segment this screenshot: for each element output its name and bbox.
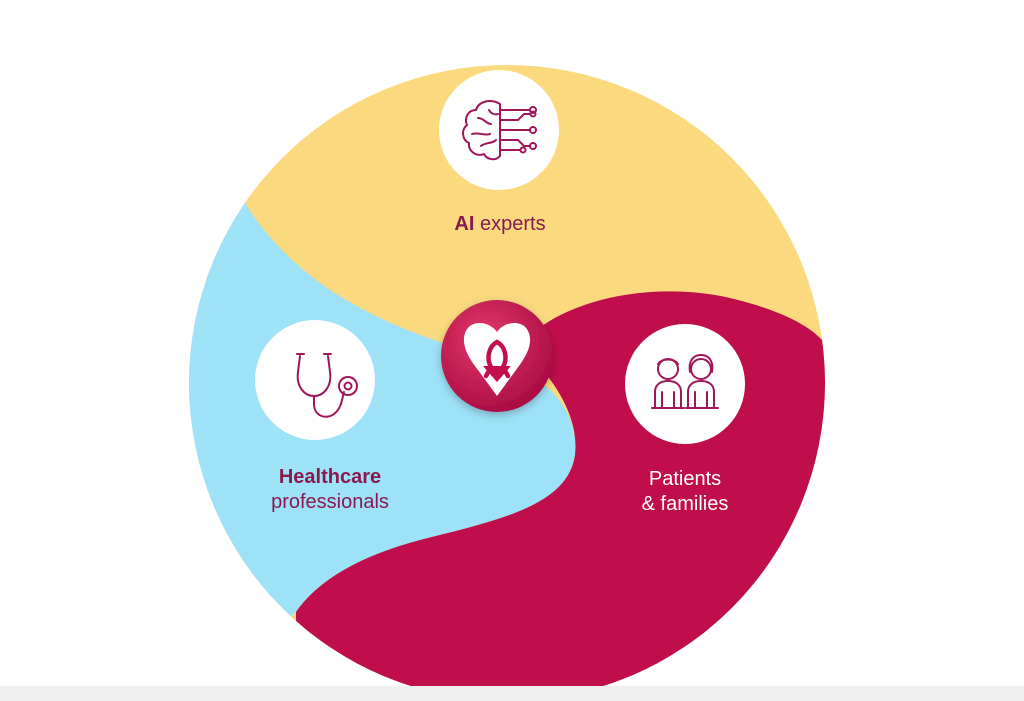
label-patients-line2: & families	[641, 493, 729, 515]
label-healthcare: Healthcare professionals	[220, 465, 440, 515]
label-healthcare-line2: professionals	[271, 491, 389, 513]
label-ai-rest: experts	[474, 213, 546, 235]
stethoscope-icon	[296, 353, 358, 418]
healthcare-icon-badge	[255, 320, 375, 440]
segment-healthcare	[189, 65, 576, 701]
bottom-bar	[0, 686, 1024, 701]
label-patients: Patients & families	[585, 467, 785, 517]
label-ai-experts: AI experts	[400, 212, 600, 237]
label-patients-line1: Patients	[648, 468, 722, 490]
brain-circuit-icon	[462, 100, 537, 161]
ai-icon-badge	[439, 70, 559, 190]
label-ai-strong: AI	[454, 213, 475, 235]
family-icon	[651, 354, 719, 409]
heart-shield-ribbon-icon	[463, 322, 531, 396]
patients-icon-badge	[625, 324, 745, 444]
label-healthcare-line1: Healthcare	[278, 466, 382, 488]
